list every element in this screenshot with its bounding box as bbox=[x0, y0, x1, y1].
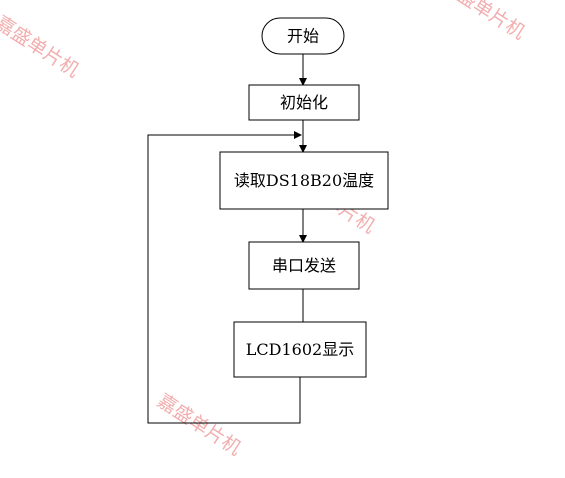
start-node: 开始 bbox=[261, 17, 345, 55]
watermark-bottom: 嘉盛单片机 bbox=[153, 390, 245, 460]
lcd-display-node: LCD1602显示 bbox=[233, 321, 367, 378]
init-label: 初始化 bbox=[280, 93, 328, 112]
serial-send-node: 串口发送 bbox=[248, 241, 360, 290]
lcd-display-label: LCD1602显示 bbox=[246, 340, 354, 359]
read-temp-node: 读取DS18B20温度 bbox=[219, 151, 389, 210]
read-temp-label: 读取DS18B20温度 bbox=[234, 171, 374, 190]
watermark-top-right: 嘉盛单片机 bbox=[437, 0, 529, 44]
serial-send-label: 串口发送 bbox=[272, 256, 336, 275]
edge-loop-back bbox=[147, 131, 302, 424]
start-label: 开始 bbox=[287, 27, 319, 46]
watermark-top-left: 嘉盛单片机 bbox=[0, 12, 83, 82]
init-node: 初始化 bbox=[248, 84, 360, 121]
